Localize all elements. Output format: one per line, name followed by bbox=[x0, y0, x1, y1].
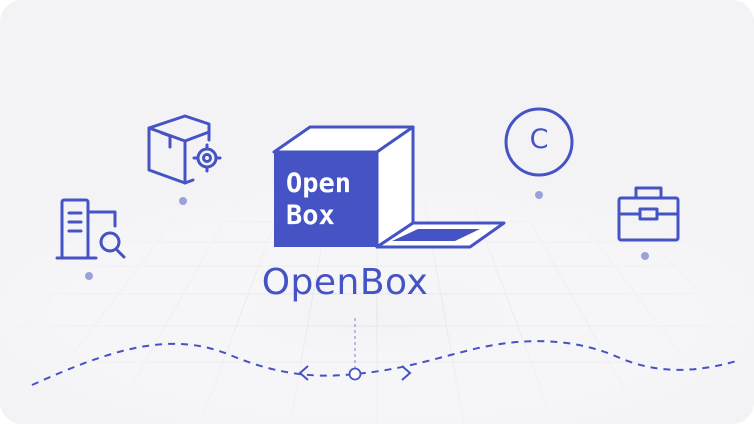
arrow-right-icon bbox=[401, 365, 412, 381]
brand-title: OpenBox bbox=[261, 262, 429, 303]
document-search-icon bbox=[55, 198, 126, 260]
arrow-left-icon bbox=[298, 365, 309, 381]
openbox-logo-icon bbox=[272, 125, 506, 249]
wave-path bbox=[31, 340, 741, 386]
copyright-icon bbox=[504, 107, 574, 177]
logo-text-line2: Box bbox=[286, 200, 335, 231]
briefcase-icon bbox=[617, 186, 680, 242]
copyright-glyph: C bbox=[529, 124, 549, 155]
logo-text: Open Box bbox=[286, 168, 370, 232]
center-node bbox=[348, 367, 362, 381]
logo-text-line1: Open bbox=[286, 168, 352, 199]
package-settings-icon bbox=[147, 114, 222, 185]
